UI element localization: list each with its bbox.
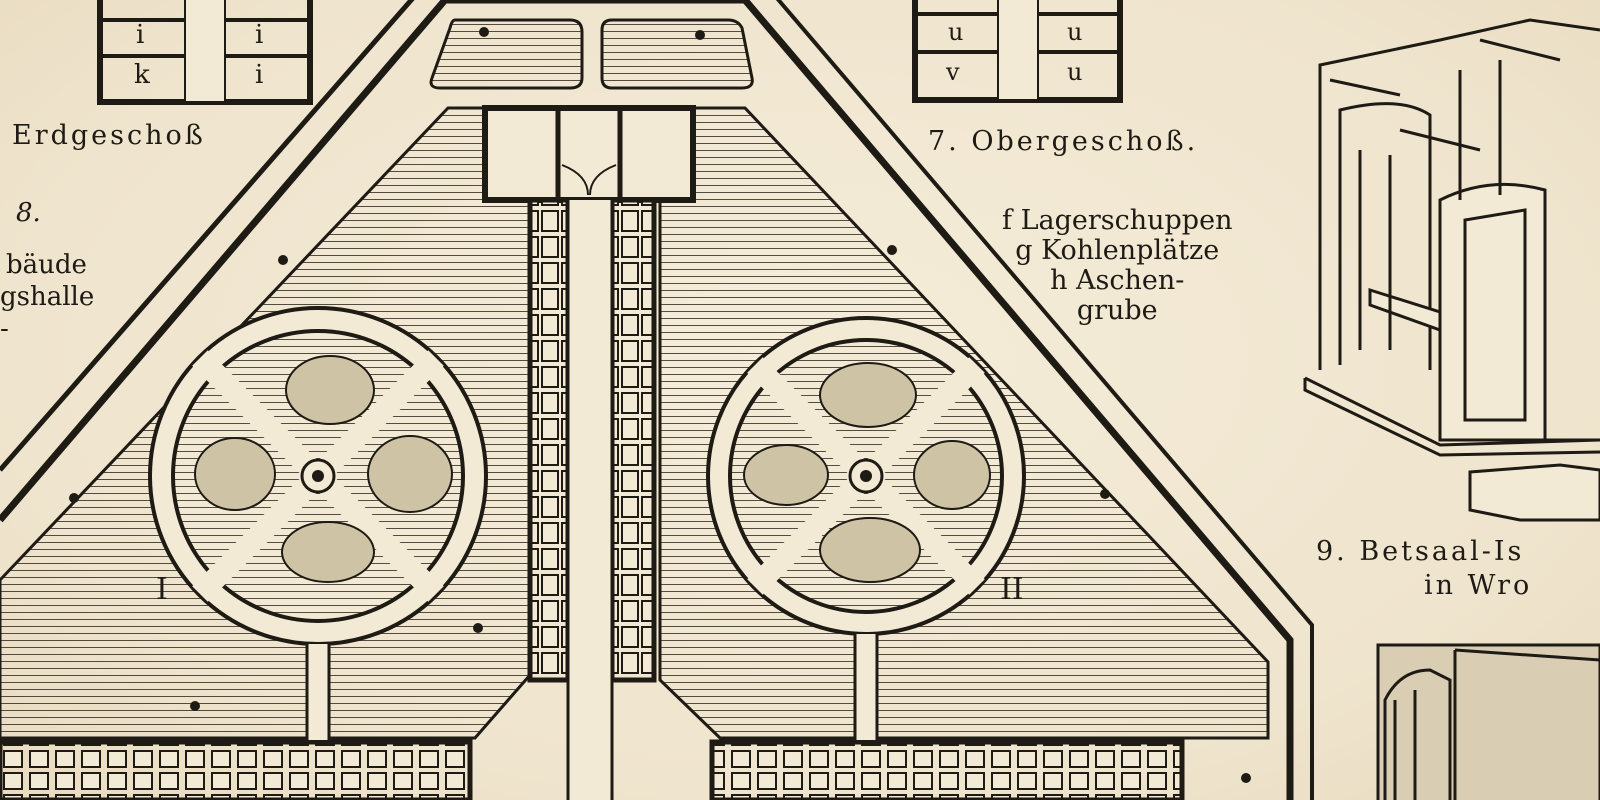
shrub: [281, 521, 375, 583]
cell-block-bottom-left: [0, 739, 473, 800]
chapel-isometric-drawing: [1303, 18, 1600, 522]
cell-label: u: [1067, 58, 1083, 86]
legend-item: grube: [1076, 295, 1158, 326]
caption-ground-floor: Erdgeschoß: [12, 120, 206, 151]
legend-item: h Aschen-: [1050, 265, 1185, 296]
shrub: [819, 517, 921, 583]
lawn-top-right: [600, 18, 754, 90]
circular-garden-left: [148, 306, 488, 740]
shrub: [285, 355, 375, 425]
caption-chapel: 9. Betsaal-Is: [1316, 536, 1525, 567]
caption-partial: -: [0, 314, 9, 344]
upper-floor-fragment: [912, 0, 1123, 103]
lamp-posts: [69, 27, 1251, 783]
shrub: [913, 440, 991, 510]
lawn-top-left: [429, 18, 584, 90]
legend: f Lagerschuppen g Kohlenplätze h Aschen-…: [1002, 206, 1232, 326]
outer-wall: [0, 0, 1314, 800]
central-gatehouse: [482, 105, 696, 203]
left-building-fragment: [97, 0, 313, 105]
cell-label: i: [136, 20, 145, 50]
caption-figure-number: 8.: [16, 198, 41, 228]
shrubs: [194, 355, 991, 583]
caption-partial: bäude: [6, 250, 87, 280]
legend-item: g Kohlenplätze: [1015, 235, 1220, 266]
door-fragment: [1376, 643, 1600, 800]
caption-chapel-line2: in Wro: [1424, 570, 1533, 601]
central-corridor: [568, 200, 612, 800]
circular-garden-right: [706, 316, 1026, 740]
shrub: [194, 437, 276, 511]
cell-range-right: [609, 197, 657, 683]
cell-label: v: [946, 58, 960, 86]
cell-label: u: [948, 18, 964, 46]
caption-upper-floor: 7. Obergeschoß.: [928, 126, 1199, 157]
cell-block-bottom-right: [709, 739, 1185, 800]
yard-label-right: II: [1000, 572, 1024, 607]
shrub: [367, 435, 453, 513]
cell-range-left: [527, 197, 571, 683]
caption-partial: gshalle: [0, 282, 95, 312]
yard-label-left: I: [156, 572, 168, 607]
cell-label: k: [134, 60, 150, 90]
shrub: [819, 362, 917, 428]
cell-label: u: [1067, 18, 1083, 46]
shrub: [743, 444, 829, 506]
cell-label: i: [255, 20, 264, 50]
cell-label: i: [255, 60, 264, 90]
legend-item: f Lagerschuppen: [1002, 205, 1233, 236]
